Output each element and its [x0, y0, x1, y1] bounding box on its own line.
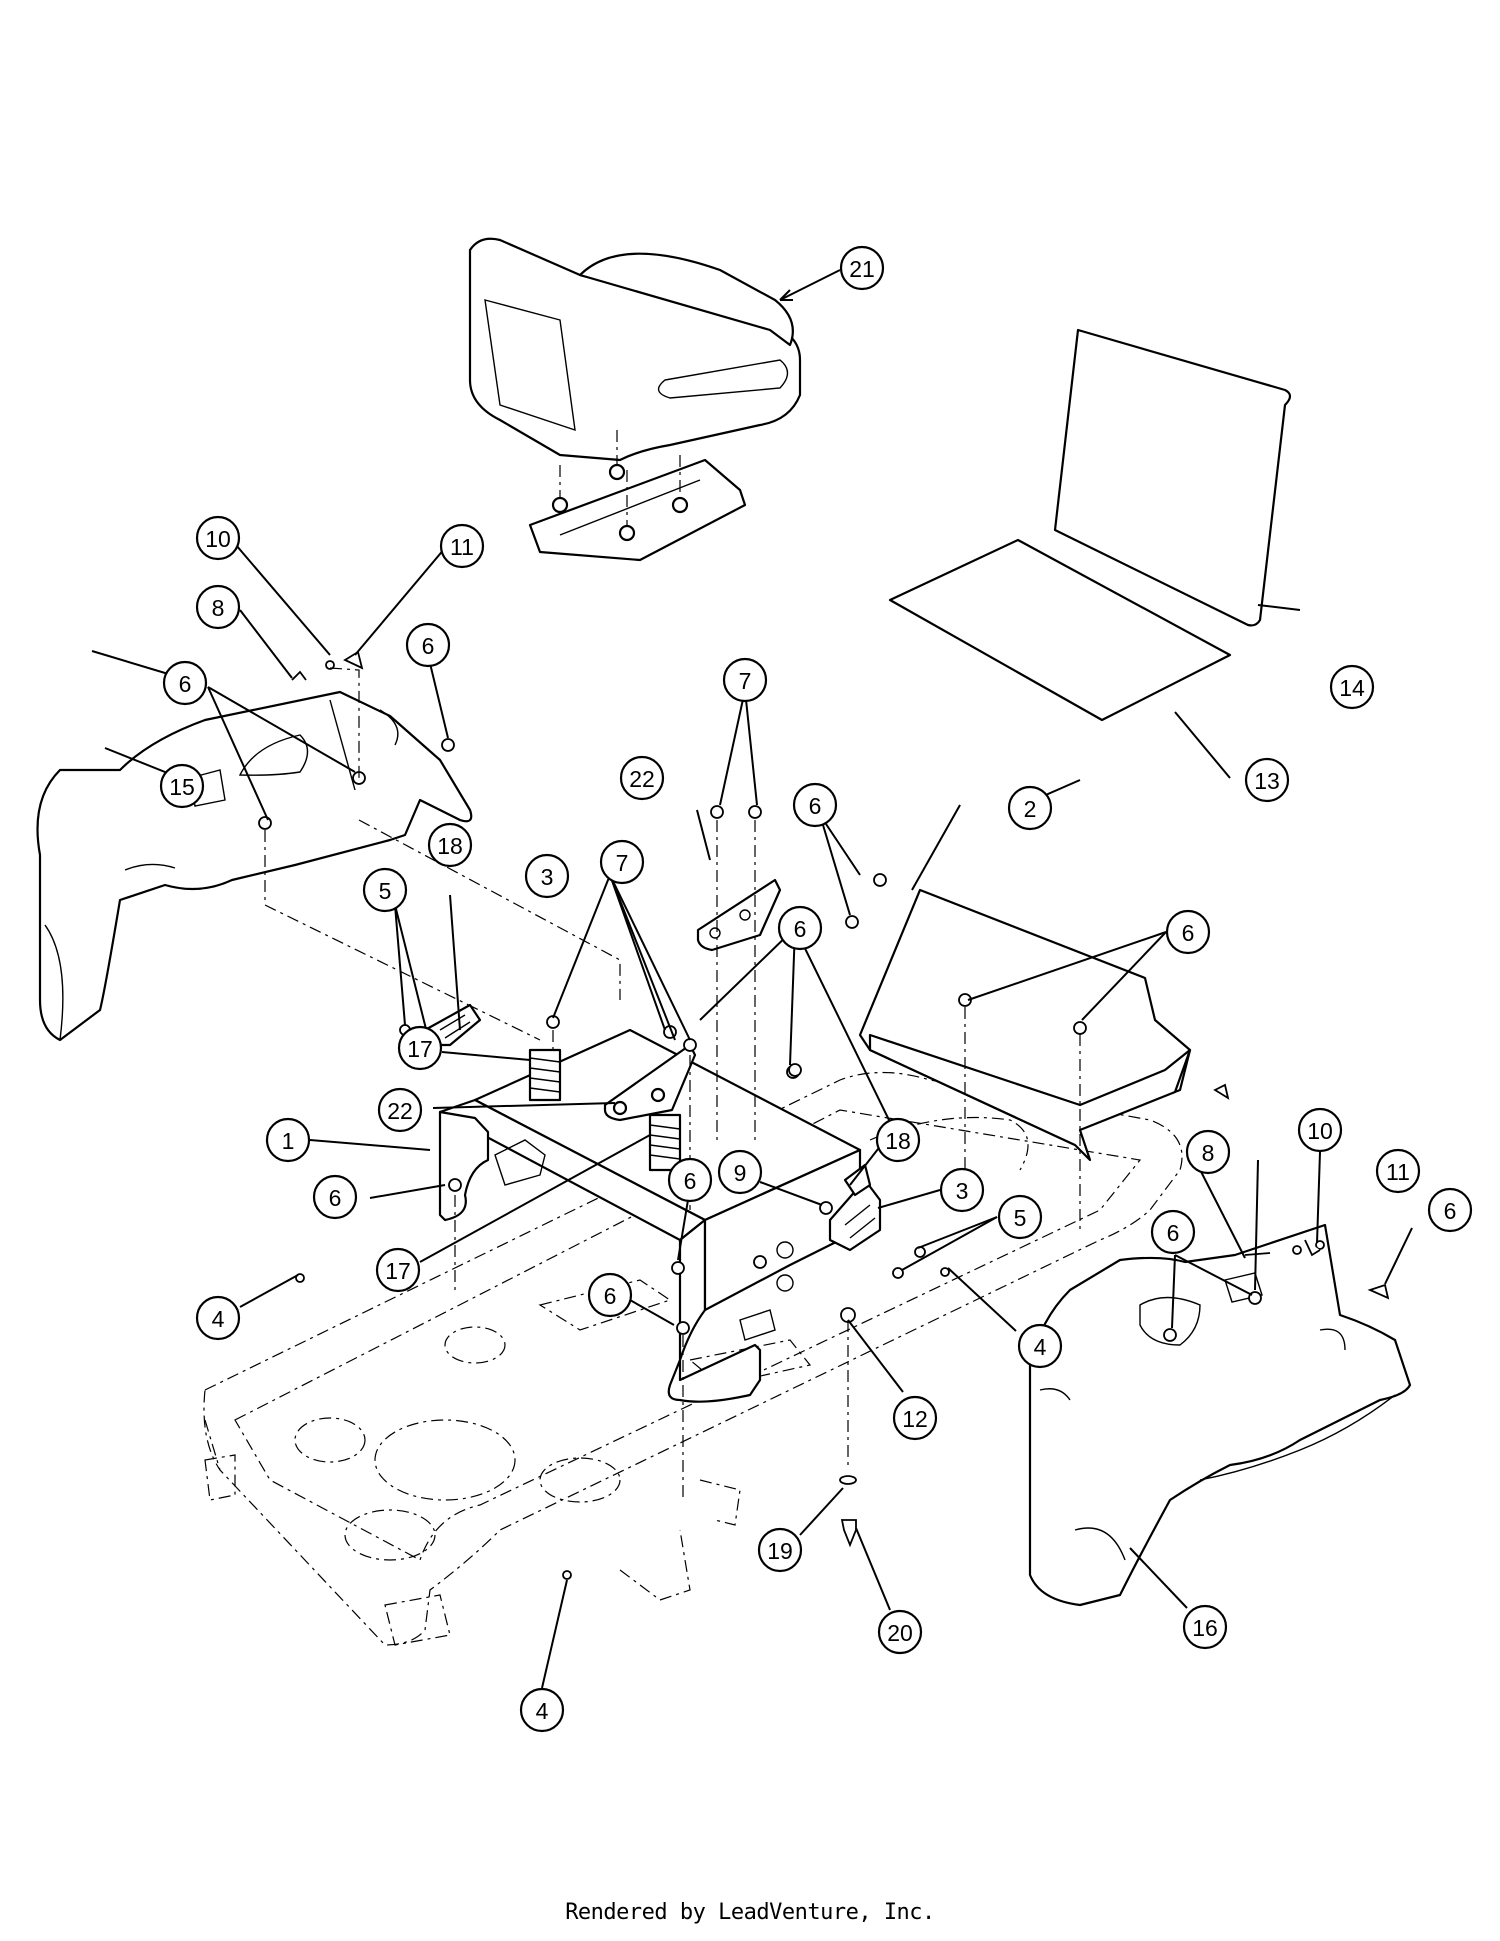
svg-text:6: 6 — [1167, 1220, 1180, 1246]
spring-upper-part — [528, 1048, 562, 1102]
callout-6-d: 6 — [777, 905, 823, 951]
svg-text:17: 17 — [407, 1036, 433, 1062]
spring-lower-part — [648, 1113, 682, 1172]
svg-text:4: 4 — [212, 1306, 225, 1332]
callouts: 21 10 11 8 6 6 7 22 6 2 14 13 18 3 5 7 6… — [159, 245, 1473, 1733]
render-credit: Rendered by LeadVenture, Inc. — [565, 1900, 935, 1925]
svg-text:5: 5 — [379, 878, 392, 904]
svg-text:8: 8 — [212, 595, 225, 621]
svg-text:6: 6 — [1182, 920, 1195, 946]
callout-16: 16 — [1182, 1604, 1228, 1650]
callout-6-f: 6 — [312, 1174, 358, 1220]
svg-text:4: 4 — [1034, 1334, 1047, 1360]
svg-text:18: 18 — [437, 833, 463, 859]
hardware — [258, 650, 1390, 1580]
right-latch-part — [828, 1163, 882, 1252]
svg-text:5: 5 — [1014, 1205, 1027, 1231]
seat-part — [468, 237, 802, 562]
springs — [528, 1048, 682, 1172]
svg-text:6: 6 — [684, 1168, 697, 1194]
callout-3-b: 3 — [939, 1167, 985, 1213]
callout-6-e: 6 — [1165, 909, 1211, 955]
svg-text:6: 6 — [329, 1185, 342, 1211]
svg-text:4: 4 — [536, 1698, 549, 1724]
left-fender-part — [36, 690, 473, 1042]
svg-text:6: 6 — [794, 916, 807, 942]
callout-6-i: 6 — [1150, 1209, 1196, 1255]
svg-text:6: 6 — [179, 671, 192, 697]
callout-4-a: 4 — [195, 1295, 241, 1341]
svg-text:22: 22 — [387, 1098, 413, 1124]
front-seat-bracket-part — [603, 1043, 697, 1122]
svg-text:14: 14 — [1339, 675, 1365, 701]
svg-text:16: 16 — [1192, 1615, 1218, 1641]
callout-12: 12 — [892, 1395, 938, 1441]
callout-11-b: 11 — [1375, 1148, 1421, 1194]
svg-text:19: 19 — [767, 1538, 793, 1564]
svg-text:1: 1 — [282, 1128, 295, 1154]
callout-14: 14 — [1329, 664, 1375, 710]
svg-text:9: 9 — [734, 1160, 747, 1186]
callout-7-a: 7 — [722, 657, 768, 703]
svg-text:6: 6 — [809, 793, 822, 819]
callout-3-a: 3 — [524, 853, 570, 899]
svg-text:20: 20 — [887, 1620, 913, 1646]
svg-text:7: 7 — [616, 850, 629, 876]
callout-6-c: 6 — [792, 782, 838, 828]
callout-11: 11 — [439, 523, 485, 569]
callout-6-g: 6 — [667, 1157, 713, 1203]
rear-panel-part — [858, 888, 1192, 1162]
callout-1: 1 — [265, 1117, 311, 1163]
svg-text:11: 11 — [1386, 1159, 1410, 1185]
svg-text:13: 13 — [1254, 768, 1280, 794]
rear-seat-bracket-part — [696, 878, 782, 952]
callout-5-b: 5 — [997, 1194, 1043, 1240]
svg-text:6: 6 — [1444, 1198, 1457, 1224]
callout-6-j: 6 — [1427, 1187, 1473, 1233]
callout-10: 10 — [195, 515, 241, 561]
callout-8-b: 8 — [1185, 1129, 1231, 1175]
callout-17-a: 17 — [397, 1025, 443, 1071]
callout-17-b: 17 — [375, 1247, 421, 1293]
svg-text:10: 10 — [205, 526, 231, 552]
callout-13: 13 — [1244, 757, 1290, 803]
svg-text:8: 8 — [1202, 1140, 1215, 1166]
callout-19: 19 — [757, 1527, 803, 1573]
svg-text:11: 11 — [450, 534, 474, 560]
callout-2: 2 — [1007, 785, 1053, 831]
callout-9: 9 — [717, 1149, 763, 1195]
svg-text:3: 3 — [541, 864, 554, 890]
callout-18-b: 18 — [875, 1117, 921, 1163]
callout-21: 21 — [839, 245, 885, 291]
svg-text:18: 18 — [885, 1128, 911, 1154]
callout-6-h: 6 — [587, 1272, 633, 1318]
callout-20: 20 — [877, 1609, 923, 1655]
callout-8: 8 — [195, 584, 241, 630]
svg-text:6: 6 — [422, 633, 435, 659]
callout-10-b: 10 — [1297, 1107, 1343, 1153]
callout-7-b: 7 — [599, 839, 645, 885]
svg-text:3: 3 — [956, 1178, 969, 1204]
callout-22-b: 22 — [377, 1087, 423, 1133]
decals — [888, 328, 1292, 722]
callout-5-a: 5 — [362, 867, 408, 913]
callout-6-a: 6 — [162, 660, 208, 706]
svg-text:2: 2 — [1024, 796, 1037, 822]
callout-6-b: 6 — [405, 622, 451, 668]
svg-text:15: 15 — [169, 774, 195, 800]
callout-4-c: 4 — [519, 1687, 565, 1733]
callout-4-b: 4 — [1017, 1323, 1063, 1369]
callout-15: 15 — [159, 763, 205, 809]
svg-text:22: 22 — [629, 766, 655, 792]
svg-text:21: 21 — [849, 256, 875, 282]
svg-text:17: 17 — [385, 1258, 411, 1284]
right-fender-part — [1028, 1223, 1412, 1607]
svg-text:6: 6 — [604, 1283, 617, 1309]
svg-text:12: 12 — [902, 1406, 928, 1432]
callout-18-a: 18 — [427, 822, 473, 868]
svg-text:10: 10 — [1307, 1118, 1333, 1144]
svg-text:7: 7 — [739, 668, 752, 694]
callout-22-a: 22 — [619, 755, 665, 801]
